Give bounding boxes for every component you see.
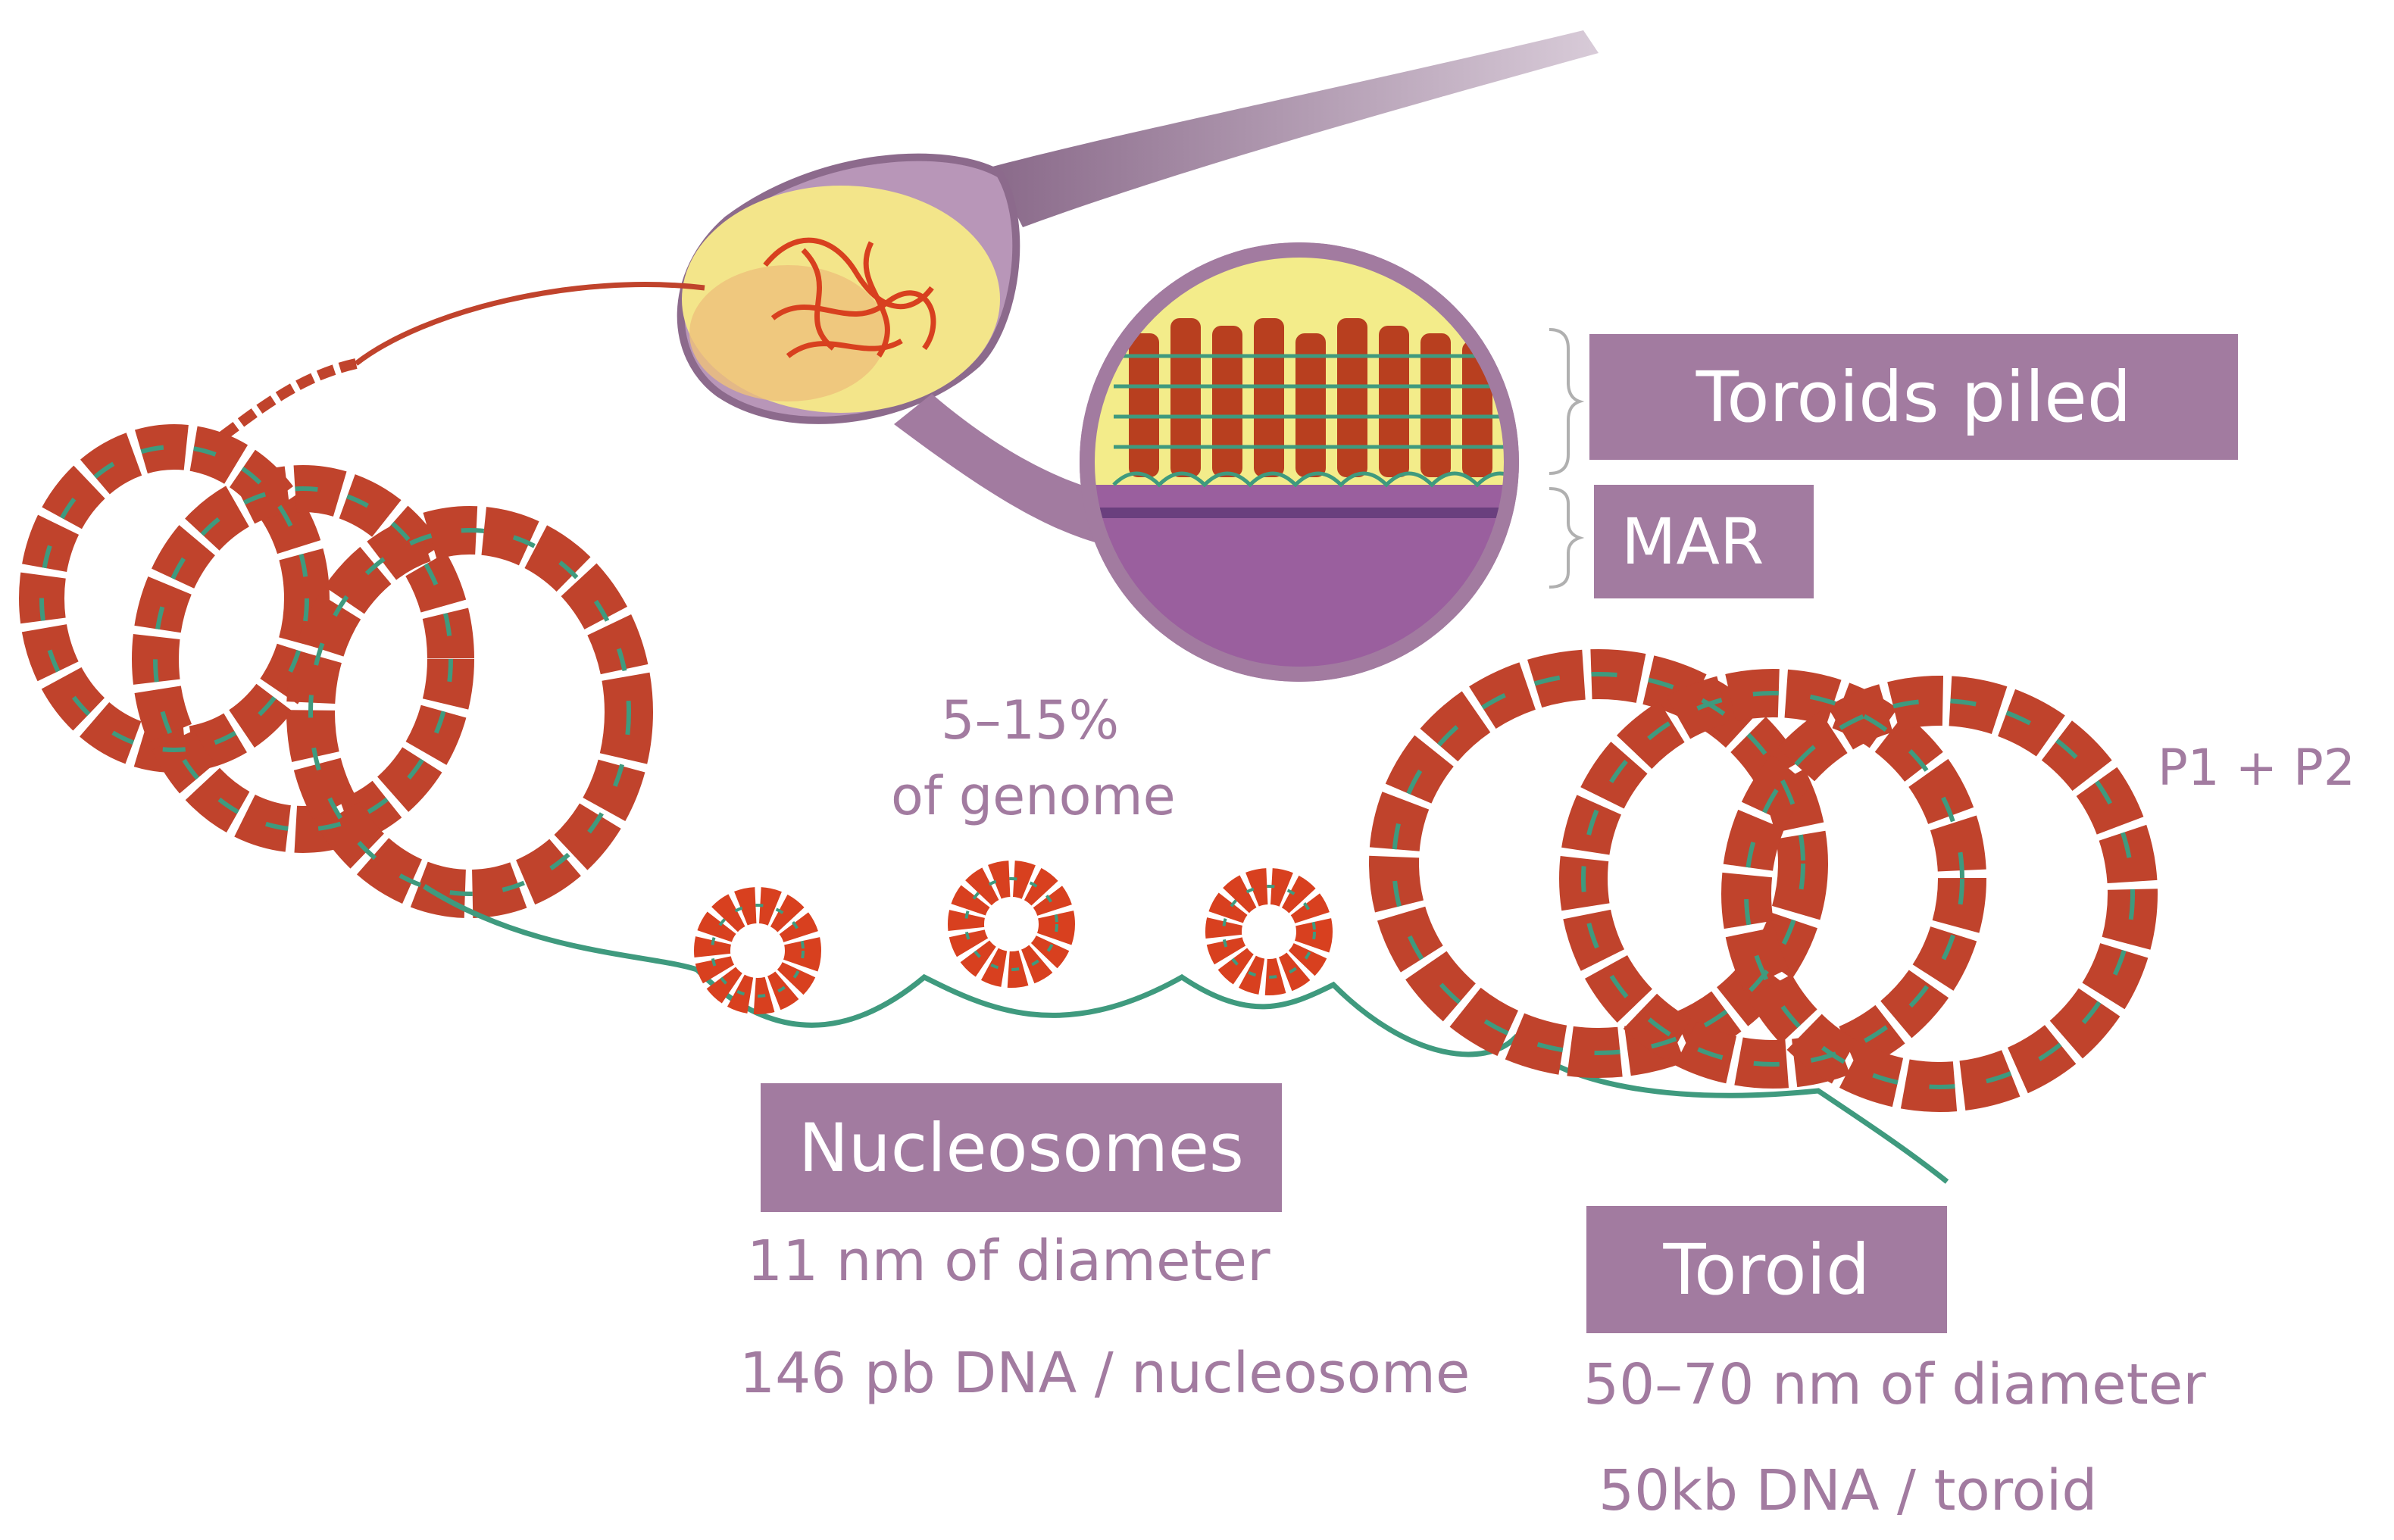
nucleosome-dna: 146 pb DNA / nucleosome (739, 1341, 1470, 1406)
toroid-coil-icon (1369, 649, 2158, 1112)
dna-strand (354, 282, 705, 366)
label-mar: MAR (1594, 485, 1814, 598)
toroid-diameter: 50–70 nm of diameter (1583, 1352, 2206, 1417)
nucleosome-icon (694, 887, 821, 1014)
nucleosome-diameter: 11 nm of diameter (747, 1229, 1270, 1294)
genome-percent: 5–15% (941, 689, 1120, 751)
nucleosome-icon (948, 861, 1075, 988)
label-toroid: Toroid (1586, 1206, 1947, 1333)
sperm-head-icon (677, 153, 1020, 424)
label-toroids-piled: Toroids piled (1589, 334, 2238, 460)
toroid-coil-icon (19, 358, 653, 918)
of-genome: of genome (891, 765, 1176, 827)
label-nucleosomes: Nucleosomes (761, 1083, 1282, 1212)
protamines-label: P1 + P2 (2158, 739, 2355, 797)
bracket-toroids (1549, 328, 1585, 589)
sperm-tail (992, 30, 1599, 227)
toroid-dna: 50kb DNA / toroid (1599, 1458, 2098, 1523)
nucleosome-icon (1205, 868, 1333, 995)
